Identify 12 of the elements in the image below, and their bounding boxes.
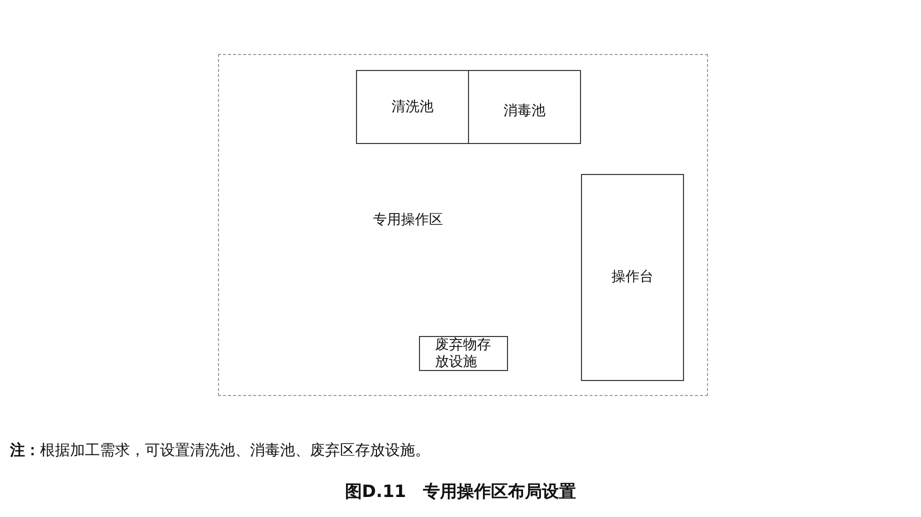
figure-caption: 图D.11 专用操作区布局设置	[344, 482, 576, 502]
workbench	[581, 174, 684, 381]
disinfection-sink-label: 消毒池	[504, 102, 546, 120]
note-text: 注：根据加工需求，可设置清洗池、消毒池、废弃区存放设施。	[10, 440, 430, 460]
cleaning-sink	[356, 70, 469, 144]
waste-storage-box	[419, 336, 508, 371]
cleaning-sink-label: 清洗池	[392, 98, 434, 116]
waste-storage-label: 废弃物存放设施	[435, 336, 492, 370]
workbench-label: 操作台	[612, 269, 654, 286]
dashed-area-outline	[218, 54, 708, 396]
disinfection-sink	[468, 70, 581, 144]
area-label: 专用操作区	[373, 212, 443, 229]
